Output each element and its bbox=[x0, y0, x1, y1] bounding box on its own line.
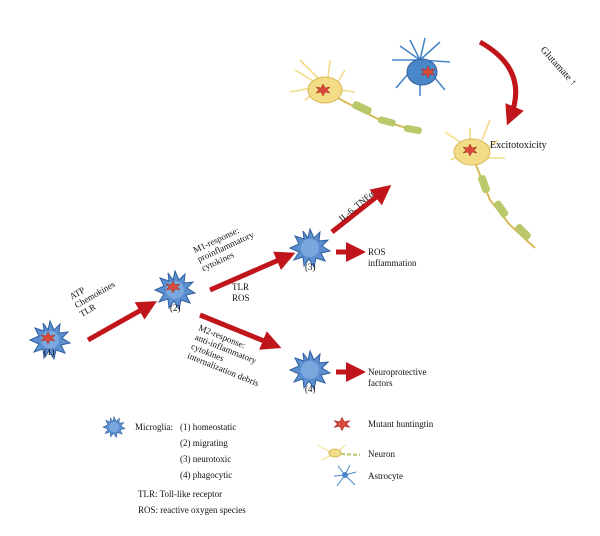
arrow-3-to-neuron bbox=[330, 185, 392, 234]
legend-huntingtin-icon bbox=[334, 417, 350, 431]
arrow-1-labels: ATP Chemokines TLR bbox=[68, 279, 117, 319]
microglia-stage-3: (3) bbox=[289, 228, 331, 272]
glutamate-label: Glutamate ↑ bbox=[538, 45, 579, 89]
microglia-stage-1: (1) bbox=[29, 320, 71, 360]
astrocyte-top bbox=[392, 37, 451, 96]
legend-tlr: TLR: Toll-like receptor bbox=[138, 489, 222, 499]
stage-2-label: (2) bbox=[170, 303, 181, 313]
legend-microglia-icon bbox=[102, 416, 126, 438]
m1-labels: M1-response: proinflammatory cytokines bbox=[191, 225, 255, 273]
legend-microglia-title: Microglia: bbox=[135, 422, 173, 432]
m1-ros-label: ROS bbox=[232, 293, 250, 303]
neuron-upper-left bbox=[289, 59, 422, 135]
arrow-2-to-3 bbox=[209, 251, 296, 293]
legend: Microglia: (1) homeostatic (2) migrating… bbox=[102, 416, 434, 515]
arrow-2-to-4 bbox=[199, 312, 282, 350]
microglia-stage-4: (4) bbox=[289, 350, 331, 394]
arrow-1-to-2 bbox=[86, 301, 157, 343]
stage-4-label: (4) bbox=[305, 384, 316, 394]
legend-state-2: (2) migrating bbox=[180, 438, 228, 448]
legend-astrocyte-icon bbox=[333, 464, 357, 487]
legend-huntingtin: Mutant huntingtin bbox=[368, 419, 434, 429]
legend-ros: ROS: reactive oxygen species bbox=[138, 505, 246, 515]
m2-labels: M2-response: anti-inflammatory cytokines… bbox=[186, 323, 261, 389]
neuron-arrow-label: IL-6, TNFα bbox=[337, 189, 376, 224]
legend-state-4: (4) phagocytic bbox=[180, 470, 232, 480]
neuroprotective-line-2: factors bbox=[368, 378, 393, 388]
excitotoxicity-label: Excitotoxicity bbox=[490, 140, 547, 151]
microglia-stage-2: (2) bbox=[154, 270, 196, 313]
legend-neuron: Neuron bbox=[368, 449, 395, 459]
ros-out-line-1: ROS bbox=[368, 247, 386, 257]
stage-3-label: (3) bbox=[305, 262, 316, 272]
legend-state-1: (1) homeostatic bbox=[180, 422, 236, 432]
neuroprotective-line-1: Neuroprotective bbox=[368, 367, 426, 377]
neuron-lower-right bbox=[444, 119, 536, 249]
legend-astrocyte: Astrocyte bbox=[368, 471, 403, 481]
stage-1-label: (1) bbox=[44, 347, 55, 357]
glutamate-curved-arrow bbox=[478, 39, 524, 126]
legend-neuron-icon bbox=[317, 444, 361, 461]
m1-tlr-label: TLR bbox=[232, 282, 249, 292]
ros-out-line-2: inflammation bbox=[368, 258, 417, 268]
legend-state-3: (3) neurotoxic bbox=[180, 454, 231, 464]
